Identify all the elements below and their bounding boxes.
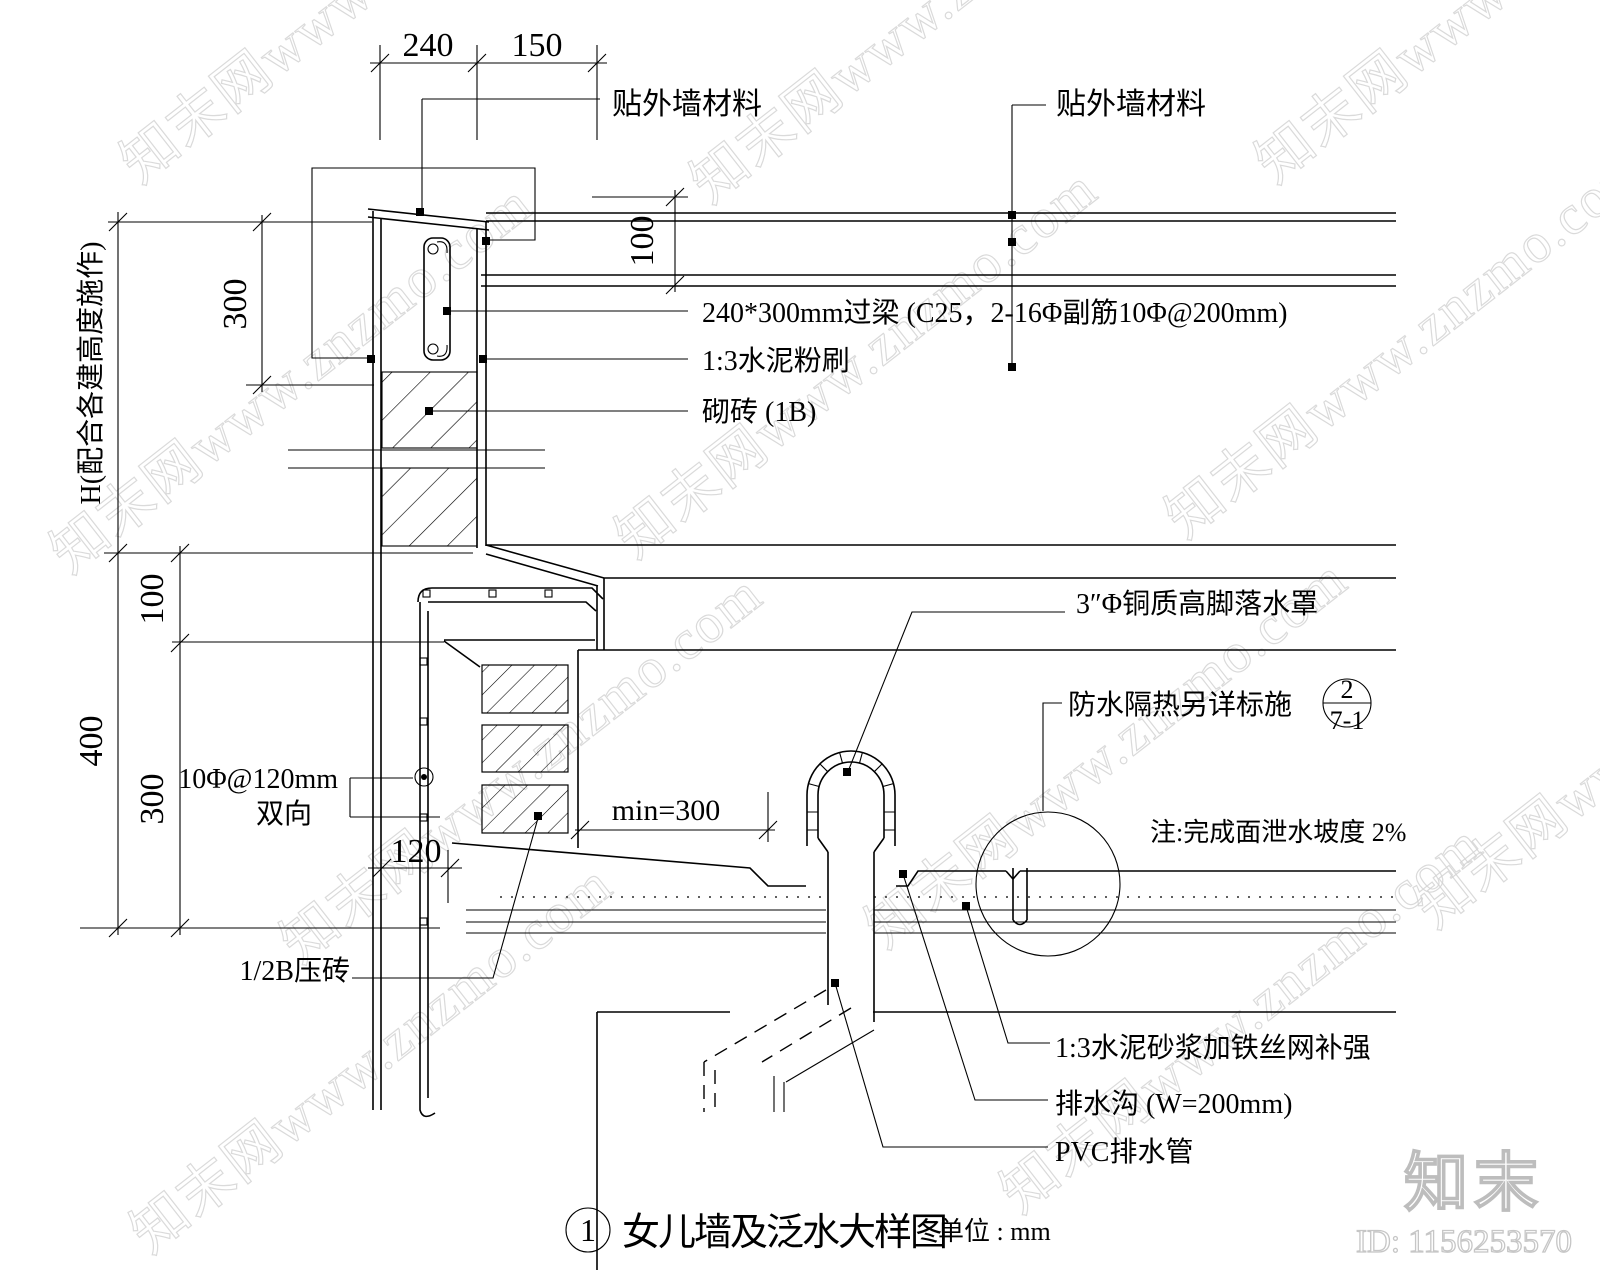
label-rebar-direction: 双向 [256,798,312,830]
label-pvc-pipe: PVC排水管 [1055,1136,1193,1168]
flashing-cap [417,587,604,668]
title-number: 1 [580,1212,596,1248]
label-slope-note: 注:完成面泄水坡度 2% [1150,818,1406,847]
dim-300-beam: 300 [217,279,254,330]
structure-lines [288,167,1396,1270]
label-waterproof-insulation: 防水隔热另详标施 [1068,689,1292,721]
leader-mortar-mesh [965,905,1050,1044]
watermark-tile: 知末网www.znzmo.com [1245,0,1600,195]
label-cement-plaster: 1:3水泥粉刷 [702,345,850,377]
press-brick-block-3 [481,784,569,834]
dim-150: 150 [512,27,563,64]
dim-240: 240 [403,27,454,64]
lintel-stirrup [423,237,451,361]
hatch-areas [381,371,569,834]
site-logo-block: 知末 ID: 1156253570 [1355,1147,1572,1260]
press-brick-block-2 [481,724,569,773]
title-block: 1 女儿墙及泛水大样图 单位 : mm [565,1207,1051,1254]
label-masonry: 砌砖 (1B) [702,396,816,428]
dim-ticks [108,53,778,938]
leader-dots [367,208,1016,987]
dim-300-left: 300 [134,774,171,825]
brick-hatch-lower [381,467,478,547]
roof-slab-edge [485,544,1396,848]
label-gutter: 排水沟 (W=200mm) [1055,1088,1292,1120]
label-press-brick: 1/2B压砖 [240,955,350,987]
dim-h-note: H(配合各建高度施作) [75,242,107,505]
label-mortar-mesh: 1:3水泥砂浆加铁丝网补强 [1055,1032,1371,1064]
dim-400-left: 400 [73,716,110,767]
dimension-lines [80,45,778,938]
leader-drain-cover [846,611,1065,775]
watermark-tile: 知末网www.znzmo.com [1155,137,1600,550]
ceiling-line [596,1011,1396,1270]
stirrup-hooks [436,241,448,357]
parapet-wall-faces [372,211,487,1110]
unit-label: 单位 : mm [938,1217,1051,1246]
detail-marker-top-label: 2 [1341,675,1354,704]
detail-circle [975,811,1121,957]
dim-min-300: min=300 [612,794,721,827]
drawing-title: 女儿墙及泛水大样图 [622,1212,946,1254]
dim-100-slab: 100 [624,216,661,267]
image-id: ID: 1156253570 [1356,1224,1572,1260]
label-ext-wall-material-right: 贴外墙材料 [1056,88,1206,121]
pvc-pipe-elbow [773,1029,875,1112]
press-brick-block-1 [481,664,569,714]
slope-gutter-profile [451,842,1396,887]
leader-rebar [349,777,440,818]
pipe-sleeve-detail [1012,868,1028,926]
rebar-dot-bottom [427,343,439,355]
title-number-circle [565,1207,611,1253]
flashing-drip-leg [419,602,436,1118]
annotation-texts: 240 150 100 300 H(配合各建高度施作) 100 400 300 … [73,27,1406,1168]
leader-gutter [902,873,1048,1101]
parapet-coping [367,208,490,231]
dim-120: 120 [391,833,442,870]
leader-press-brick [352,817,539,979]
break-lines [288,449,545,469]
leader-ext-wall-right [1011,104,1046,367]
dim-100-left: 100 [134,574,171,625]
flashing-fasteners [414,589,553,926]
label-ext-wall-material-left: 贴外墙材料 [612,88,762,121]
label-lintel: 240*300mm过梁 (C25，2-16Φ副筋10Φ@200mm) [702,297,1288,329]
drain-riser [827,852,875,1022]
watermark-tile: 知末网www.znzmo.com [605,157,1109,570]
leader-lines [349,98,1065,1148]
detail-marker-2-7-1: 2 7-1 [1322,675,1372,735]
anchor-circle [414,767,434,787]
detail-marker-bottom-label: 7-1 [1330,706,1365,735]
rebar-dot-top [427,243,439,255]
leader-ext-wall-left [421,98,600,211]
leader-waterproof [1042,702,1062,811]
upper-slab-lines [481,212,1396,287]
label-drain-cover: 3″Φ铜质高脚落水罩 [1076,588,1318,620]
leader-pvc [834,982,1048,1148]
dim-lines [80,45,775,935]
label-rebar: 10Φ@120mm [178,764,338,795]
drain-dome-ticks [807,752,895,831]
drain-dome [806,750,896,853]
callout-box [311,167,536,359]
pvc-pipe-dashed [703,989,852,1112]
roofing-layers [466,909,1396,934]
site-logo: 知末 [1404,1148,1544,1219]
